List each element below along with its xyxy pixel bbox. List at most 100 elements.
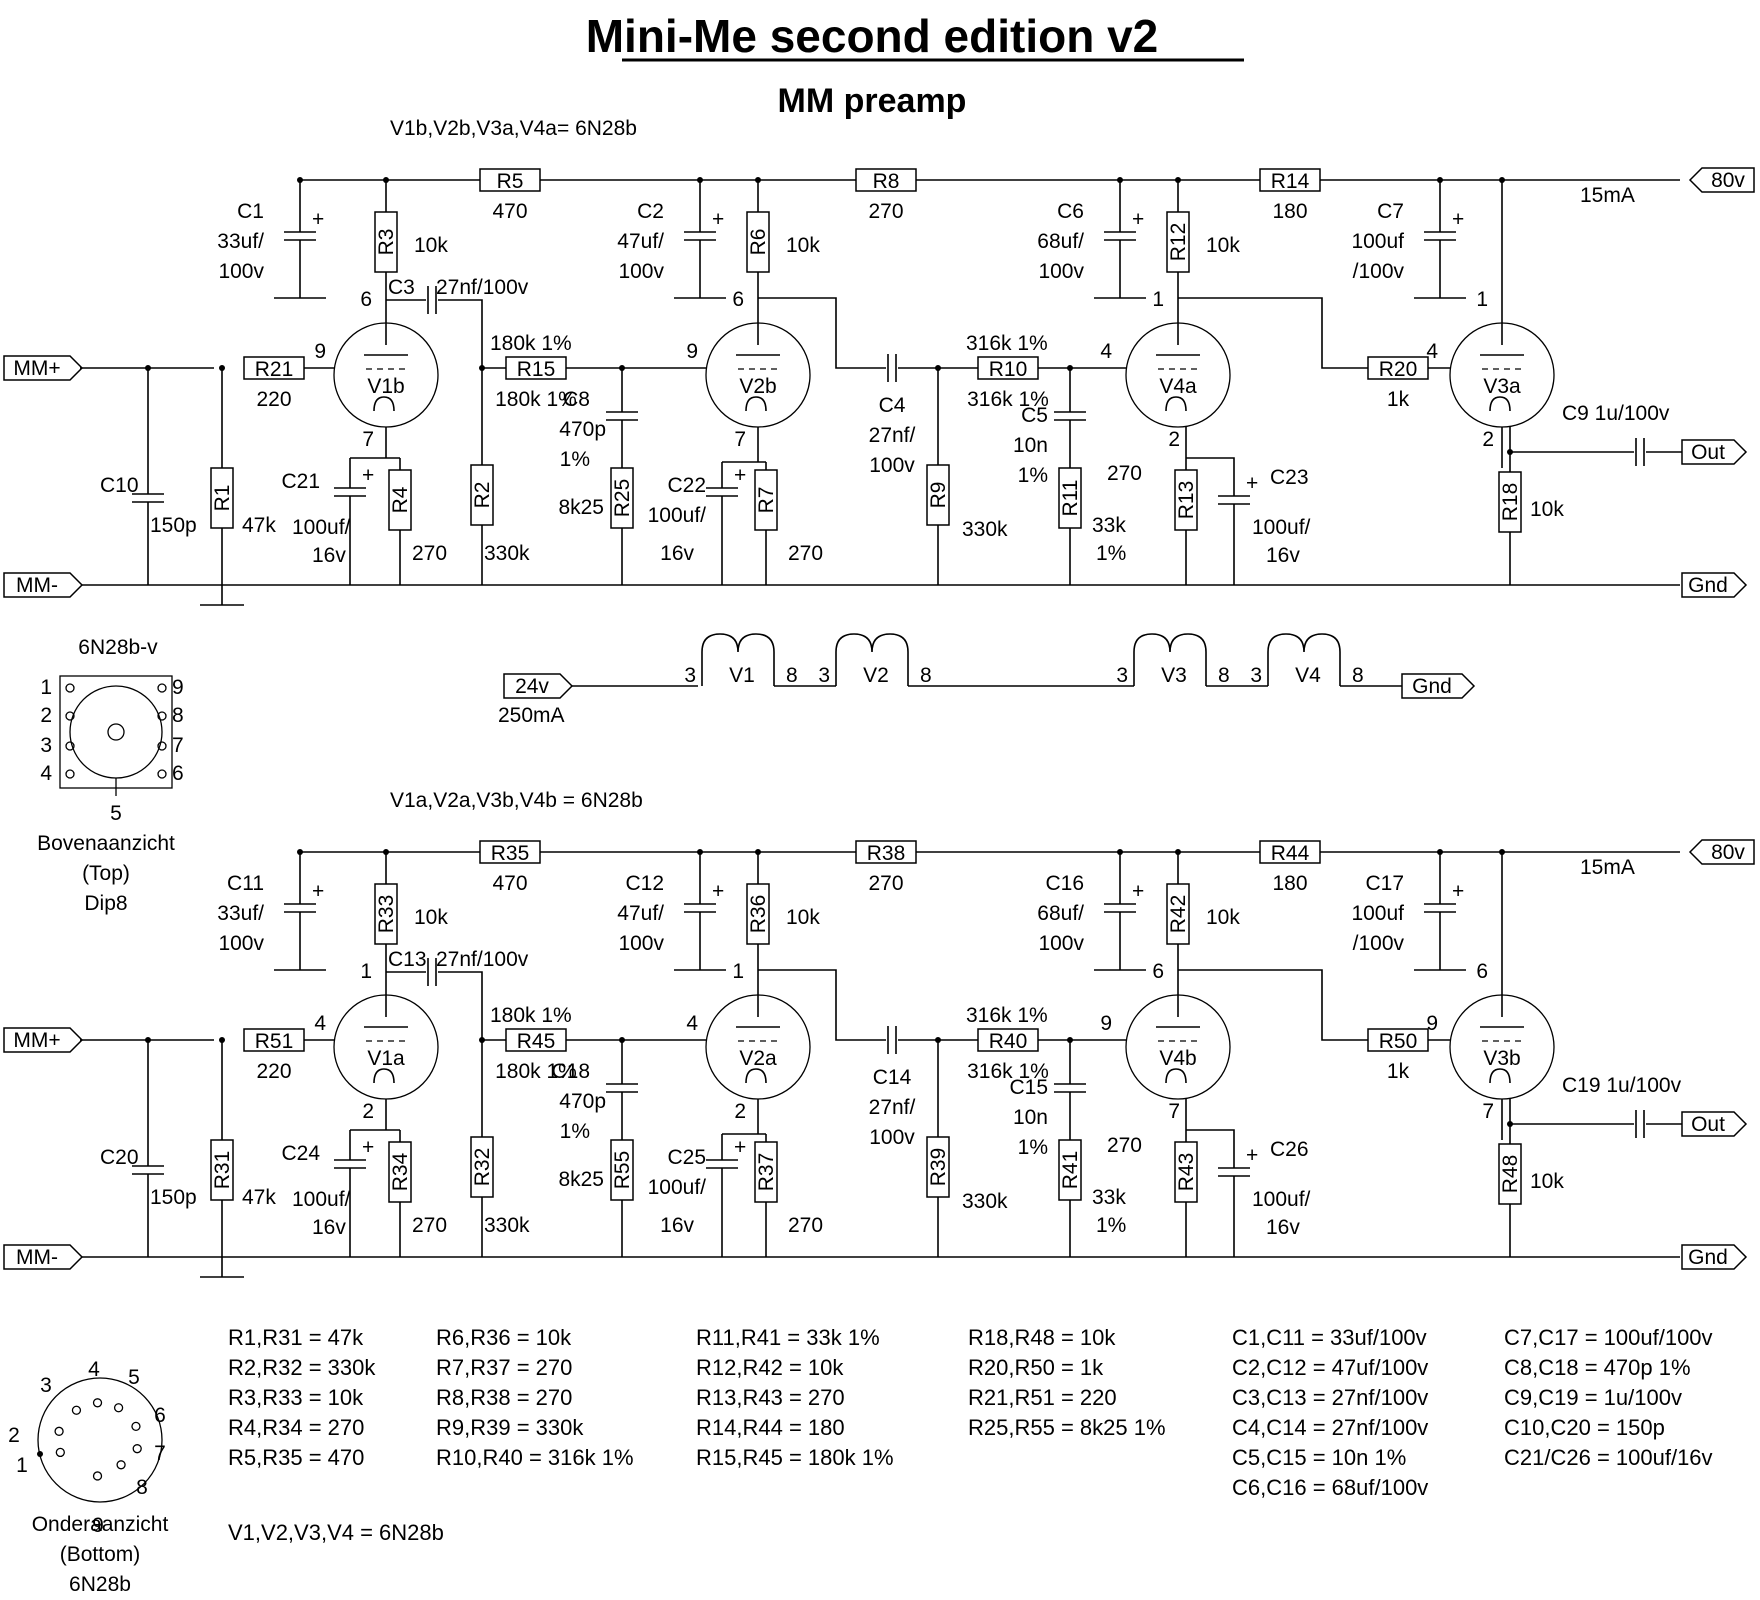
pinout-bottom-pin [92,1471,103,1481]
capacitor-C22-value: 100uf/ [648,1176,707,1199]
tube-footnote: V1,V2,V3,V4 = 6N28b [228,1520,444,1545]
capacitor-C22-value: 100uf/ [648,504,707,527]
pin-cathode: 7 [734,428,746,451]
resistor-R13-name: R43 [1175,1153,1198,1192]
resistor-R15-value: 180k 1% [490,1004,572,1027]
junction-dot [383,177,389,183]
polarity-mark: + [1132,208,1144,231]
capacitor-C3-value: 27nf/100v [436,948,529,971]
resistor-R8-body [855,168,917,192]
bom-line: C10,C20 = 150p [1504,1415,1665,1440]
resistor-R2-name: R2 [471,482,494,509]
tube-cathode [745,396,767,412]
pin-anode: 1 [1152,288,1164,311]
resistor-R14-value: 180 [1272,872,1307,895]
wire [1178,297,1368,369]
pin-grid: 9 [314,340,326,363]
capacitor-C4-value: 27nf/ [869,1096,916,1119]
resistor-R2-value: 330k [484,542,530,565]
input-plus-port-shape [3,1027,84,1053]
pinout-bottom-key [37,1451,43,1457]
junction-dot [935,1037,941,1043]
pin-grid: 4 [1100,340,1112,363]
ground-port: Gnd [1688,574,1728,597]
polarity-mark: + [1246,472,1258,495]
resistor-R13-value: 270 [1107,462,1142,485]
junction-dot [619,365,625,371]
resistor-R14-name: R14 [1271,170,1310,193]
capacitor-C10-value: 150p [150,1186,197,1209]
bom-line: R14,R44 = 180 [696,1415,845,1440]
junction-dot [1175,177,1181,183]
pinout-base [69,685,163,779]
pinout-caption: Dip8 [84,892,127,915]
resistor-R15-value: 180k 1% [490,332,572,355]
capacitor-C10-name: C20 [100,1146,139,1169]
capacitor-C4-voltage: 100v [869,454,915,477]
capacitor-C9-label: C19 1u/100v [1562,1074,1682,1097]
page-subtitle: MM preamp [778,82,967,120]
junction-dot [935,365,941,371]
capacitor-C21-voltage: 16v [312,1216,346,1239]
pinout-bottom-pin [113,1403,124,1413]
resistor-R21-value: 220 [256,1060,291,1083]
pinout-pin [157,711,167,721]
pin-anode: 6 [732,288,744,311]
bom-line: R11,R41 = 33k 1% [696,1325,880,1350]
heater-supply-port: 24v [515,675,549,698]
bom-line: R7,R37 = 270 [436,1355,572,1380]
resistor-R11-value: 33k [1092,1186,1126,1209]
tube-name: V3a [1483,375,1521,398]
input-minus-port-shape [3,1244,84,1270]
pinout-pin-label: 4 [40,762,52,785]
polarity-mark: + [1246,1144,1258,1167]
pin-anode: 6 [360,288,372,311]
resistor-R9-value: 330k [962,1190,1008,1213]
bom-line: R2,R32 = 330k [228,1355,376,1380]
capacitor-C7-value: 100uf [1351,902,1404,925]
resistor-R5-name: R35 [491,842,530,865]
junction-dot [1499,177,1505,183]
resistor-R13-name: R13 [1175,481,1198,520]
resistor-R21-value: 220 [256,388,291,411]
resistor-R12-value: 10k [1206,906,1240,929]
capacitor-C2-voltage: 100v [618,932,664,955]
resistor-R14-body [1259,168,1321,192]
pinout-pin [65,769,75,779]
junction-dot [219,365,225,371]
resistor-R7-name: R37 [755,1153,778,1192]
polarity-mark: + [1452,880,1464,903]
bom-line: R25,R55 = 8k25 1% [968,1415,1166,1440]
resistor-R3-name: R33 [375,895,398,934]
supply-current: 15mA [1580,856,1635,879]
input-plus-port: MM+ [13,357,60,380]
capacitor-C8-name: C18 [551,1060,590,1083]
pinout-bottom-pin [131,1421,141,1432]
pinout-center [107,723,125,741]
pinout-pin [157,683,167,693]
polarity-mark: + [312,880,324,903]
resistor-R15-name: R15 [517,358,556,381]
tube-assignment-note: V1a,V2a,V3b,V4b = 6N28b [390,789,643,812]
resistor-R14-body [1259,840,1321,864]
resistor-R6-name: R36 [747,895,770,934]
ground-port-shape [1681,1244,1748,1270]
resistor-R4-name: R4 [389,486,412,513]
pinout-bottom-pin [54,1426,64,1436]
capacitor-C22-voltage: 16v [660,1214,694,1237]
junction-dot [145,365,151,371]
capacitor-C23-name: C26 [1270,1138,1309,1161]
bom-line: C1,C11 = 33uf/100v [1232,1325,1427,1350]
capacitor-C23-value: 100uf/ [1252,1188,1311,1211]
wire [1178,969,1368,1041]
capacitor-C5-value: 10n [1013,1106,1048,1129]
pinout-bottom-pin-label: 5 [128,1366,140,1389]
pinout-pin-label: 2 [40,704,52,727]
resistor-R21-name: R51 [255,1030,294,1053]
resistor-R12-name: R12 [1167,223,1190,262]
input-minus-port-shape [3,572,84,598]
tube-name: V1b [367,375,404,398]
pin-grid: 9 [686,340,698,363]
